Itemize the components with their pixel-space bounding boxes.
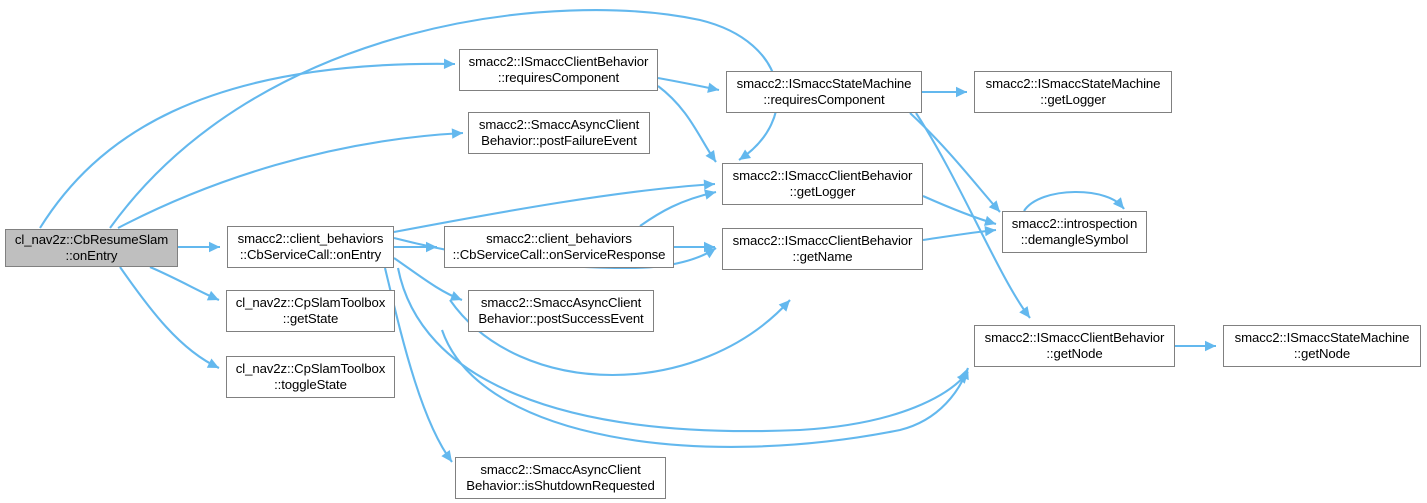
graph-edge-n8-to-n14 (441, 329, 969, 448)
graph-node-n14[interactable]: smacc2::ISmaccClientBehavior ::getNode (974, 325, 1175, 367)
graph-edge-n6-to-n11 (674, 241, 715, 253)
graph-edge-n1-to-n10 (393, 179, 716, 234)
graph-edge-n11-to-n13 (922, 225, 997, 242)
graph-edge-n0-to-n10 (109, 9, 779, 229)
graph-node-label: smacc2::ISmaccClientBehavior ::getLogger (732, 168, 913, 199)
graph-node-n12[interactable]: smacc2::ISmaccStateMachine ::getLogger (974, 71, 1172, 113)
arrow-head-icon (984, 225, 996, 237)
graph-node-label: cl_nav2z::CpSlamToolbox ::getState (235, 295, 386, 326)
graph-node-label: smacc2::ISmaccStateMachine ::requiresCom… (736, 76, 912, 107)
graph-node-n0[interactable]: cl_nav2z::CbResumeSlam ::onEntry (5, 229, 178, 267)
graph-node-label: smacc2::ISmaccClientBehavior ::getName (732, 233, 913, 264)
graph-edge-n4-to-n10 (657, 85, 717, 163)
graph-edge-n7-to-n11 (449, 299, 791, 376)
arrow-head-icon (959, 368, 969, 381)
graph-node-label: smacc2::ISmaccStateMachine ::getLogger (985, 76, 1161, 107)
graph-node-n6[interactable]: smacc2::client_behaviors ::CbServiceCall… (444, 226, 674, 268)
graph-edge-n0-to-n2 (149, 266, 220, 301)
arrow-head-icon (705, 149, 716, 162)
arrow-head-icon (441, 450, 452, 462)
graph-edge-n0-to-n5 (117, 128, 464, 229)
graph-edge-n1-to-n8 (383, 267, 453, 463)
arrow-head-icon (704, 241, 715, 253)
graph-edge-n1-to-n7 (393, 257, 463, 301)
graph-node-n1[interactable]: smacc2::client_behaviors ::CbServiceCall… (227, 226, 394, 268)
graph-edge-n13-to-n13 (1023, 190, 1125, 212)
graph-edge-n0-to-n1 (178, 241, 220, 253)
graph-node-n15[interactable]: smacc2::ISmaccStateMachine ::getNode (1223, 325, 1421, 367)
graph-node-label: smacc2::client_behaviors ::CbServiceCall… (237, 231, 384, 262)
graph-node-label: smacc2::SmaccAsyncClient Behavior::postS… (478, 295, 644, 326)
arrow-head-icon (778, 300, 790, 312)
arrow-head-icon (956, 86, 967, 98)
arrow-head-icon (449, 291, 462, 301)
arrow-head-icon (1019, 306, 1030, 318)
graph-edge-n6-to-n10 (639, 189, 717, 227)
graph-edge-n9-to-n12 (922, 86, 967, 98)
arrow-head-icon (209, 241, 220, 253)
arrow-head-icon (1205, 340, 1216, 352)
graph-edge-n14-to-n15 (1175, 340, 1216, 352)
arrow-head-icon (1112, 197, 1124, 209)
graph-node-label: smacc2::ISmaccClientBehavior ::requiresC… (468, 54, 649, 85)
graph-node-n7[interactable]: smacc2::SmaccAsyncClient Behavior::postS… (468, 290, 654, 332)
arrow-head-icon (443, 58, 455, 70)
graph-edge-n0-to-n3 (119, 266, 220, 369)
graph-node-n13[interactable]: smacc2::introspection ::demangleSymbol (1002, 211, 1147, 253)
arrow-head-icon (206, 358, 219, 368)
arrow-head-icon (703, 179, 715, 190)
graph-edge-n10-to-n13 (922, 195, 997, 226)
graph-edge-n4-to-n9 (657, 76, 720, 93)
graph-node-label: smacc2::introspection ::demangleSymbol (1011, 216, 1138, 247)
graph-node-n4[interactable]: smacc2::ISmaccClientBehavior ::requiresC… (459, 49, 658, 91)
graph-node-n5[interactable]: smacc2::SmaccAsyncClient Behavior::postF… (468, 112, 650, 154)
graph-node-label: smacc2::SmaccAsyncClient Behavior::postF… (478, 117, 640, 148)
graph-node-n3[interactable]: cl_nav2z::CpSlamToolbox ::toggleState (226, 356, 395, 398)
arrow-head-icon (206, 290, 219, 301)
graph-edge-n0-to-n4 (39, 58, 456, 229)
graph-node-n2[interactable]: cl_nav2z::CpSlamToolbox ::getState (226, 290, 395, 332)
arrow-head-icon (983, 215, 996, 226)
arrow-head-icon (451, 128, 463, 139)
graph-edge-n9-to-n14 (915, 112, 1031, 319)
graph-node-label: smacc2::ISmaccClientBehavior ::getNode (984, 330, 1165, 361)
arrow-head-icon (988, 200, 1000, 212)
arrow-head-icon (707, 82, 719, 93)
graph-node-label: cl_nav2z::CbResumeSlam ::onEntry (14, 232, 169, 263)
arrow-head-icon (739, 149, 752, 160)
arrow-head-icon (704, 189, 716, 200)
graph-node-label: smacc2::SmaccAsyncClient Behavior::isShu… (466, 462, 655, 493)
graph-node-label: smacc2::ISmaccStateMachine ::getNode (1234, 330, 1410, 361)
graph-node-label: cl_nav2z::CpSlamToolbox ::toggleState (235, 361, 386, 392)
graph-node-n8[interactable]: smacc2::SmaccAsyncClient Behavior::isShu… (455, 457, 666, 499)
graph-node-n9[interactable]: smacc2::ISmaccStateMachine ::requiresCom… (726, 71, 922, 113)
graph-node-label: smacc2::client_behaviors ::CbServiceCall… (452, 231, 666, 262)
graph-node-n11[interactable]: smacc2::ISmaccClientBehavior ::getName (722, 228, 923, 270)
graph-node-n10[interactable]: smacc2::ISmaccClientBehavior ::getLogger (722, 163, 923, 205)
